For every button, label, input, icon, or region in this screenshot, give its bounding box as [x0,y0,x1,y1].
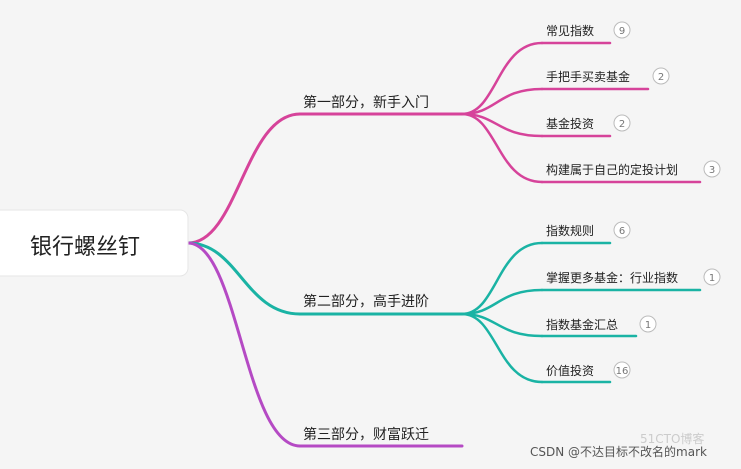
root-branch-connector [186,241,302,448]
leaf-node[interactable]: 掌握更多基金：行业指数 1 [546,268,721,286]
branch-label: 第二部分，高手进阶 [303,293,429,310]
leaf-label: 基金投资 [546,116,594,131]
branch-leaf-connector [460,112,544,184]
branch-label: 第一部分，新手入门 [303,94,429,111]
watermark-faint: 51CTO博客 [640,431,704,446]
watermark: CSDN @不达目标不改名的mark [530,444,707,459]
count-badge [652,67,670,85]
branch-3[interactable]: 第三部分，财富跃迁 [303,426,429,443]
count-badge [613,221,631,239]
leaf-label: 指数规则 [546,223,594,238]
leaf-node[interactable]: 价值投资 16 [546,361,631,379]
branch-2-children: 指数规则 6 掌握更多基金：行业指数 1 指数基金汇总 1 价值投资 16 [546,221,721,379]
leaf-label: 指数基金汇总 [546,317,618,332]
leaf-node[interactable]: 构建属于自己的定投计划 3 [546,160,721,178]
branch-leaf-connector [460,288,544,316]
branch-1[interactable]: 第一部分，新手入门 [303,94,429,111]
leaf-node[interactable]: 基金投资 2 [546,114,631,132]
root-node[interactable]: 银行螺丝钉 [0,209,189,277]
branch-label: 第三部分，财富跃迁 [303,426,429,443]
branch-leaf-connector [460,312,544,384]
leaf-node[interactable]: 指数规则 6 [546,221,631,239]
count-badge-text: 9 [619,26,625,37]
leaf-label: 掌握更多基金：行业指数 [546,270,678,285]
count-badge-text: 3 [709,165,715,176]
branch-leaf-connector [460,241,544,316]
leaf-label: 构建属于自己的定投计划 [546,162,678,177]
branch-1-children: 常见指数 9 手把手买卖基金 2 基金投资 2 构建属于自己的定投计划 3 [546,21,721,178]
count-badge-text: 1 [645,320,651,331]
count-badge [703,268,721,286]
leaf-node[interactable]: 指数基金汇总 1 [546,315,657,333]
leaf-node[interactable]: 常见指数 9 [546,21,631,39]
count-badge-text: 16 [616,366,629,377]
count-badge [613,114,631,132]
count-badge [613,361,631,379]
branch-leaf-connector [460,312,544,338]
branch-leaf-connector [460,112,544,138]
branch-leaf-connector [460,41,544,116]
connector-lines [186,41,702,448]
leaf-node[interactable]: 手把手买卖基金 2 [546,67,670,85]
count-badge-text: 6 [619,226,625,237]
leaf-label: 常见指数 [546,23,594,38]
branch-2[interactable]: 第二部分，高手进阶 [303,293,429,310]
branch-leaf-connector [460,87,544,116]
root-branch-connector [186,112,302,245]
count-badge [639,315,657,333]
count-badge [703,160,721,178]
root-branch-connector [186,241,302,316]
root-node-box [0,209,189,277]
count-badge [613,21,631,39]
leaf-label: 价值投资 [546,363,594,378]
count-badge-text: 2 [619,119,625,130]
leaf-label: 手把手买卖基金 [546,69,630,84]
count-badge-text: 2 [658,72,664,83]
root-label: 银行螺丝钉 [30,235,140,260]
count-badge-text: 1 [709,273,715,284]
